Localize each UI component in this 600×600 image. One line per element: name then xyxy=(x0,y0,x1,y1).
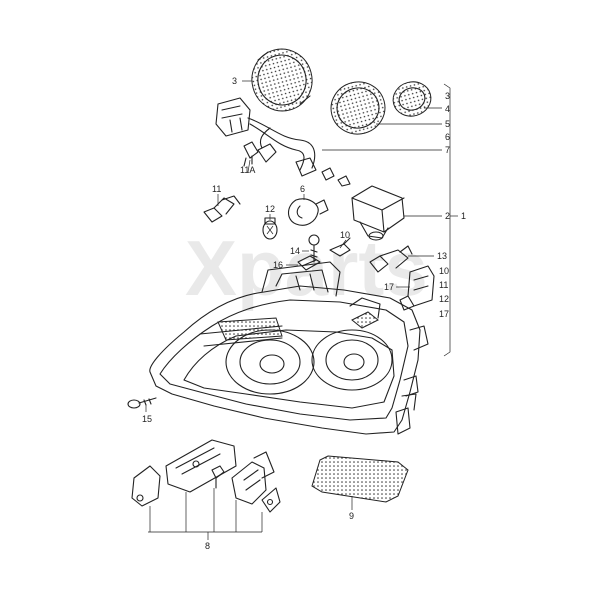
cap-cover-small xyxy=(392,81,432,117)
callout-12-right: 12 xyxy=(439,294,449,304)
callout-17-right: 17 xyxy=(439,309,449,319)
callout-16: 16 xyxy=(273,260,283,270)
callout-10-right: 10 xyxy=(439,266,449,276)
callout-2: 2 xyxy=(445,211,450,221)
callout-1: 1 xyxy=(461,211,466,221)
repair-kit-parts xyxy=(131,439,281,513)
bulb-11 xyxy=(203,195,241,223)
callout-11-right: 11 xyxy=(439,280,448,290)
leader-lines xyxy=(145,80,458,540)
callout-14: 14 xyxy=(290,246,300,256)
callout-4: 4 xyxy=(445,104,450,114)
screw-15 xyxy=(127,397,157,409)
callout-10-bulb: 10 xyxy=(340,230,350,240)
callout-7: 7 xyxy=(445,145,450,155)
callout-9: 9 xyxy=(349,511,354,521)
bulb-socket-11a xyxy=(243,141,259,167)
callout-11a: 11A xyxy=(240,165,255,175)
bulb-10 xyxy=(329,237,351,257)
callout-13: 13 xyxy=(437,251,447,261)
wiring-harness xyxy=(215,97,317,177)
callout-17-left: 17 xyxy=(384,282,394,292)
callout-3-right: 3 xyxy=(445,91,450,101)
callout-6-right: 6 xyxy=(445,132,450,142)
callout-6-bulb: 6 xyxy=(300,184,305,194)
callout-8: 8 xyxy=(205,541,210,551)
headlight-housing xyxy=(149,261,429,435)
bulb-6 xyxy=(287,198,329,226)
callout-labels: 3 3 4 5 6 7 2 1 13 10 11 12 17 17 11 11A… xyxy=(142,76,466,551)
leveling-motor xyxy=(351,185,405,241)
callout-11-bulb: 11 xyxy=(212,184,221,194)
lens-grille-9 xyxy=(311,455,409,503)
callout-12-bulb: 12 xyxy=(265,204,275,214)
cap-cover-large xyxy=(330,81,386,135)
small-clips xyxy=(321,167,351,187)
cap-cover-left xyxy=(251,48,313,112)
callout-15: 15 xyxy=(142,414,152,424)
bulb-13 xyxy=(369,245,413,273)
callout-5: 5 xyxy=(445,119,450,129)
callout-3-left: 3 xyxy=(232,76,237,86)
screw-14 xyxy=(308,234,320,263)
